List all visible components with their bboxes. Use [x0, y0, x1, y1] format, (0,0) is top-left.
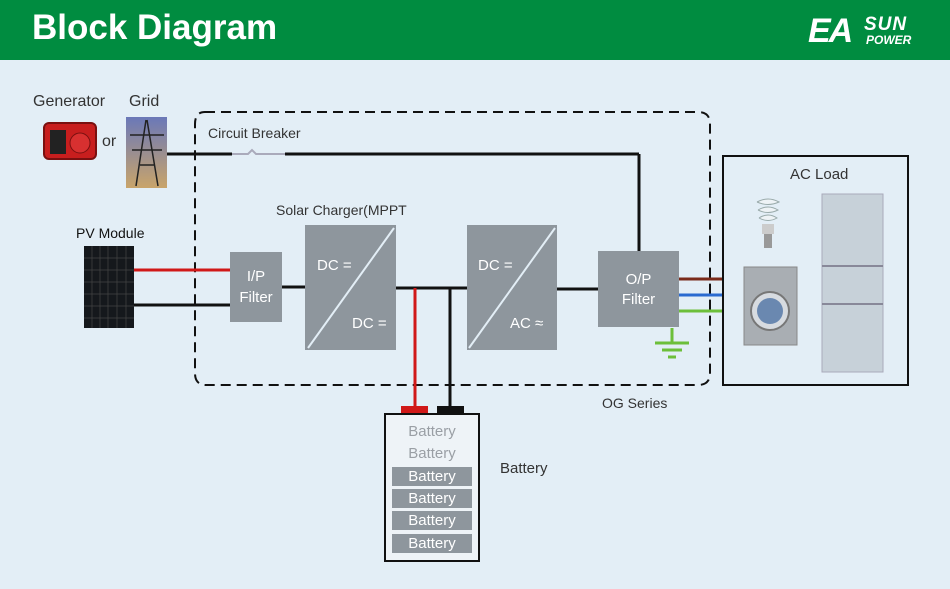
ac-load-box	[722, 155, 909, 386]
light-bulb-icon	[756, 198, 781, 248]
battery-positive-terminal	[401, 406, 428, 414]
solar-charger-label: Solar Charger(MPPT	[276, 202, 407, 218]
dcac-output-label: AC ≈	[510, 315, 544, 332]
ip-filter-block	[230, 252, 282, 322]
battery-cell: Battery	[392, 422, 472, 441]
brand-bottom: POWER	[866, 33, 912, 47]
dcdc-input-label: DC =	[317, 257, 352, 274]
page-title: Block Diagram	[32, 8, 278, 47]
dcac-input-label: DC =	[478, 257, 513, 274]
brand-main: EA	[808, 12, 853, 50]
og-series-label: OG Series	[602, 395, 668, 411]
grid-tower-icon	[126, 117, 167, 188]
circuit-breaker-label: Circuit Breaker	[208, 125, 301, 141]
grid-label: Grid	[129, 93, 160, 110]
battery-label: Battery	[500, 460, 548, 477]
generator-label: Generator	[33, 93, 106, 110]
or-label: or	[102, 133, 117, 150]
ip-filter-line2: Filter	[239, 289, 273, 306]
washing-machine-icon	[743, 266, 798, 346]
brand-top: SUN	[864, 14, 908, 35]
battery-cell: Battery	[392, 511, 472, 531]
header-bar: Block Diagram EA SUN POWER	[0, 0, 950, 60]
inverter-boundary	[194, 111, 711, 386]
pv-module-label: PV Module	[76, 225, 145, 241]
battery-cell: Battery	[392, 488, 472, 508]
battery-cell: Battery	[392, 444, 472, 464]
battery-cell: Battery	[392, 466, 472, 486]
op-filter-line1: O/P	[625, 271, 652, 288]
generator-icon	[43, 122, 97, 160]
op-filter-block	[598, 251, 679, 327]
battery-negative-terminal	[437, 406, 464, 414]
dcdc-output-label: DC =	[352, 315, 387, 332]
op-filter-line2: Filter	[621, 291, 656, 308]
refrigerator-icon	[821, 193, 884, 373]
pv-module-icon	[84, 246, 134, 328]
ground-icon	[655, 328, 689, 359]
battery-cell: Battery	[392, 533, 472, 553]
circuit-breaker-switch	[232, 148, 285, 155]
ac-load-label: AC Load	[790, 166, 849, 183]
ip-filter-line1: I/P	[246, 268, 266, 285]
